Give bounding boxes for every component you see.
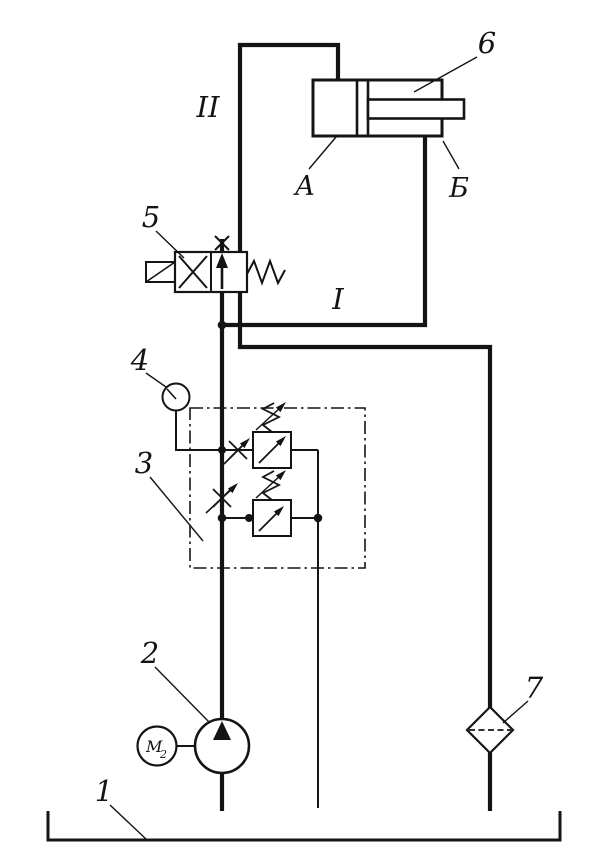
solenoid-diagonal bbox=[145, 261, 176, 283]
flow-arrow-head bbox=[216, 253, 228, 268]
label-control-block: 3 bbox=[135, 446, 153, 480]
spring-icon bbox=[261, 402, 282, 433]
gauge-connection-line bbox=[175, 410, 222, 451]
labels: 6 II A Б 5 I 4 3 2 1 7 bbox=[95, 26, 544, 808]
flow-arrow-head bbox=[273, 506, 284, 517]
label-gauge: 4 bbox=[130, 343, 149, 377]
spring-adjust-arrow-head bbox=[275, 402, 286, 413]
label-port-b: Б bbox=[448, 173, 469, 204]
pump-unit: M 2 bbox=[136, 717, 251, 775]
directional-valve-5 bbox=[145, 235, 286, 294]
flow-arrow-shaft bbox=[258, 441, 281, 464]
flow-arrow-head bbox=[275, 436, 286, 447]
label-line-ii: II bbox=[196, 90, 220, 124]
spring-icon bbox=[246, 258, 286, 286]
line-i-pipe bbox=[222, 137, 428, 328]
relief-valve-upper bbox=[223, 402, 292, 469]
plugged-port-icon bbox=[214, 235, 230, 251]
junction-dot bbox=[245, 514, 253, 522]
flow-arrow-shaft bbox=[258, 511, 279, 532]
motor-index: 2 bbox=[159, 748, 167, 761]
leader-2 bbox=[154, 666, 211, 724]
line-ii-pipe bbox=[237, 42, 493, 708]
pipes-main bbox=[219, 42, 493, 811]
label-port-a: A bbox=[292, 171, 315, 202]
leader-3 bbox=[149, 476, 204, 542]
junctions bbox=[217, 320, 323, 523]
label-line-i: I bbox=[331, 282, 344, 316]
label-filter: 7 bbox=[525, 671, 544, 705]
label-valve: 5 bbox=[142, 200, 160, 234]
leader-5 bbox=[155, 230, 185, 259]
label-pump: 2 bbox=[140, 636, 159, 670]
leader-a bbox=[308, 136, 337, 170]
label-tank: 1 bbox=[95, 774, 113, 808]
leader-1 bbox=[109, 804, 147, 840]
spring-adjust-arrow-head bbox=[275, 470, 286, 481]
pressure-gauge-4 bbox=[161, 382, 191, 412]
adjust-arrow-head bbox=[227, 483, 238, 494]
junction-dot bbox=[217, 513, 227, 523]
adjust-arrow-head bbox=[239, 438, 250, 449]
motor-label: M bbox=[145, 737, 163, 756]
spring-adjust-arrow-shaft bbox=[255, 406, 282, 431]
spring-adjust-arrow-shaft bbox=[255, 474, 282, 499]
cylinder-6 bbox=[311, 78, 466, 138]
pump-flow-arrow bbox=[213, 721, 231, 740]
relief-valve-lower bbox=[205, 470, 292, 537]
leader-b bbox=[442, 140, 460, 170]
junction-dot bbox=[218, 446, 226, 454]
leader-4 bbox=[145, 372, 167, 388]
closed-position-icon bbox=[178, 255, 208, 289]
filter-7 bbox=[465, 705, 515, 755]
junction-dot bbox=[217, 320, 227, 330]
gauge-dial bbox=[161, 382, 191, 412]
gauge-needle-icon bbox=[166, 388, 177, 400]
spring-icon bbox=[261, 470, 282, 501]
control-block-3 bbox=[189, 402, 366, 569]
leader-lines bbox=[109, 56, 529, 840]
leader-6 bbox=[413, 56, 478, 93]
junction-dot bbox=[313, 513, 323, 523]
tank-symbol bbox=[46, 811, 562, 842]
piston-rod bbox=[366, 98, 466, 120]
label-cylinder: 6 bbox=[478, 26, 496, 60]
leader-7 bbox=[502, 700, 529, 724]
